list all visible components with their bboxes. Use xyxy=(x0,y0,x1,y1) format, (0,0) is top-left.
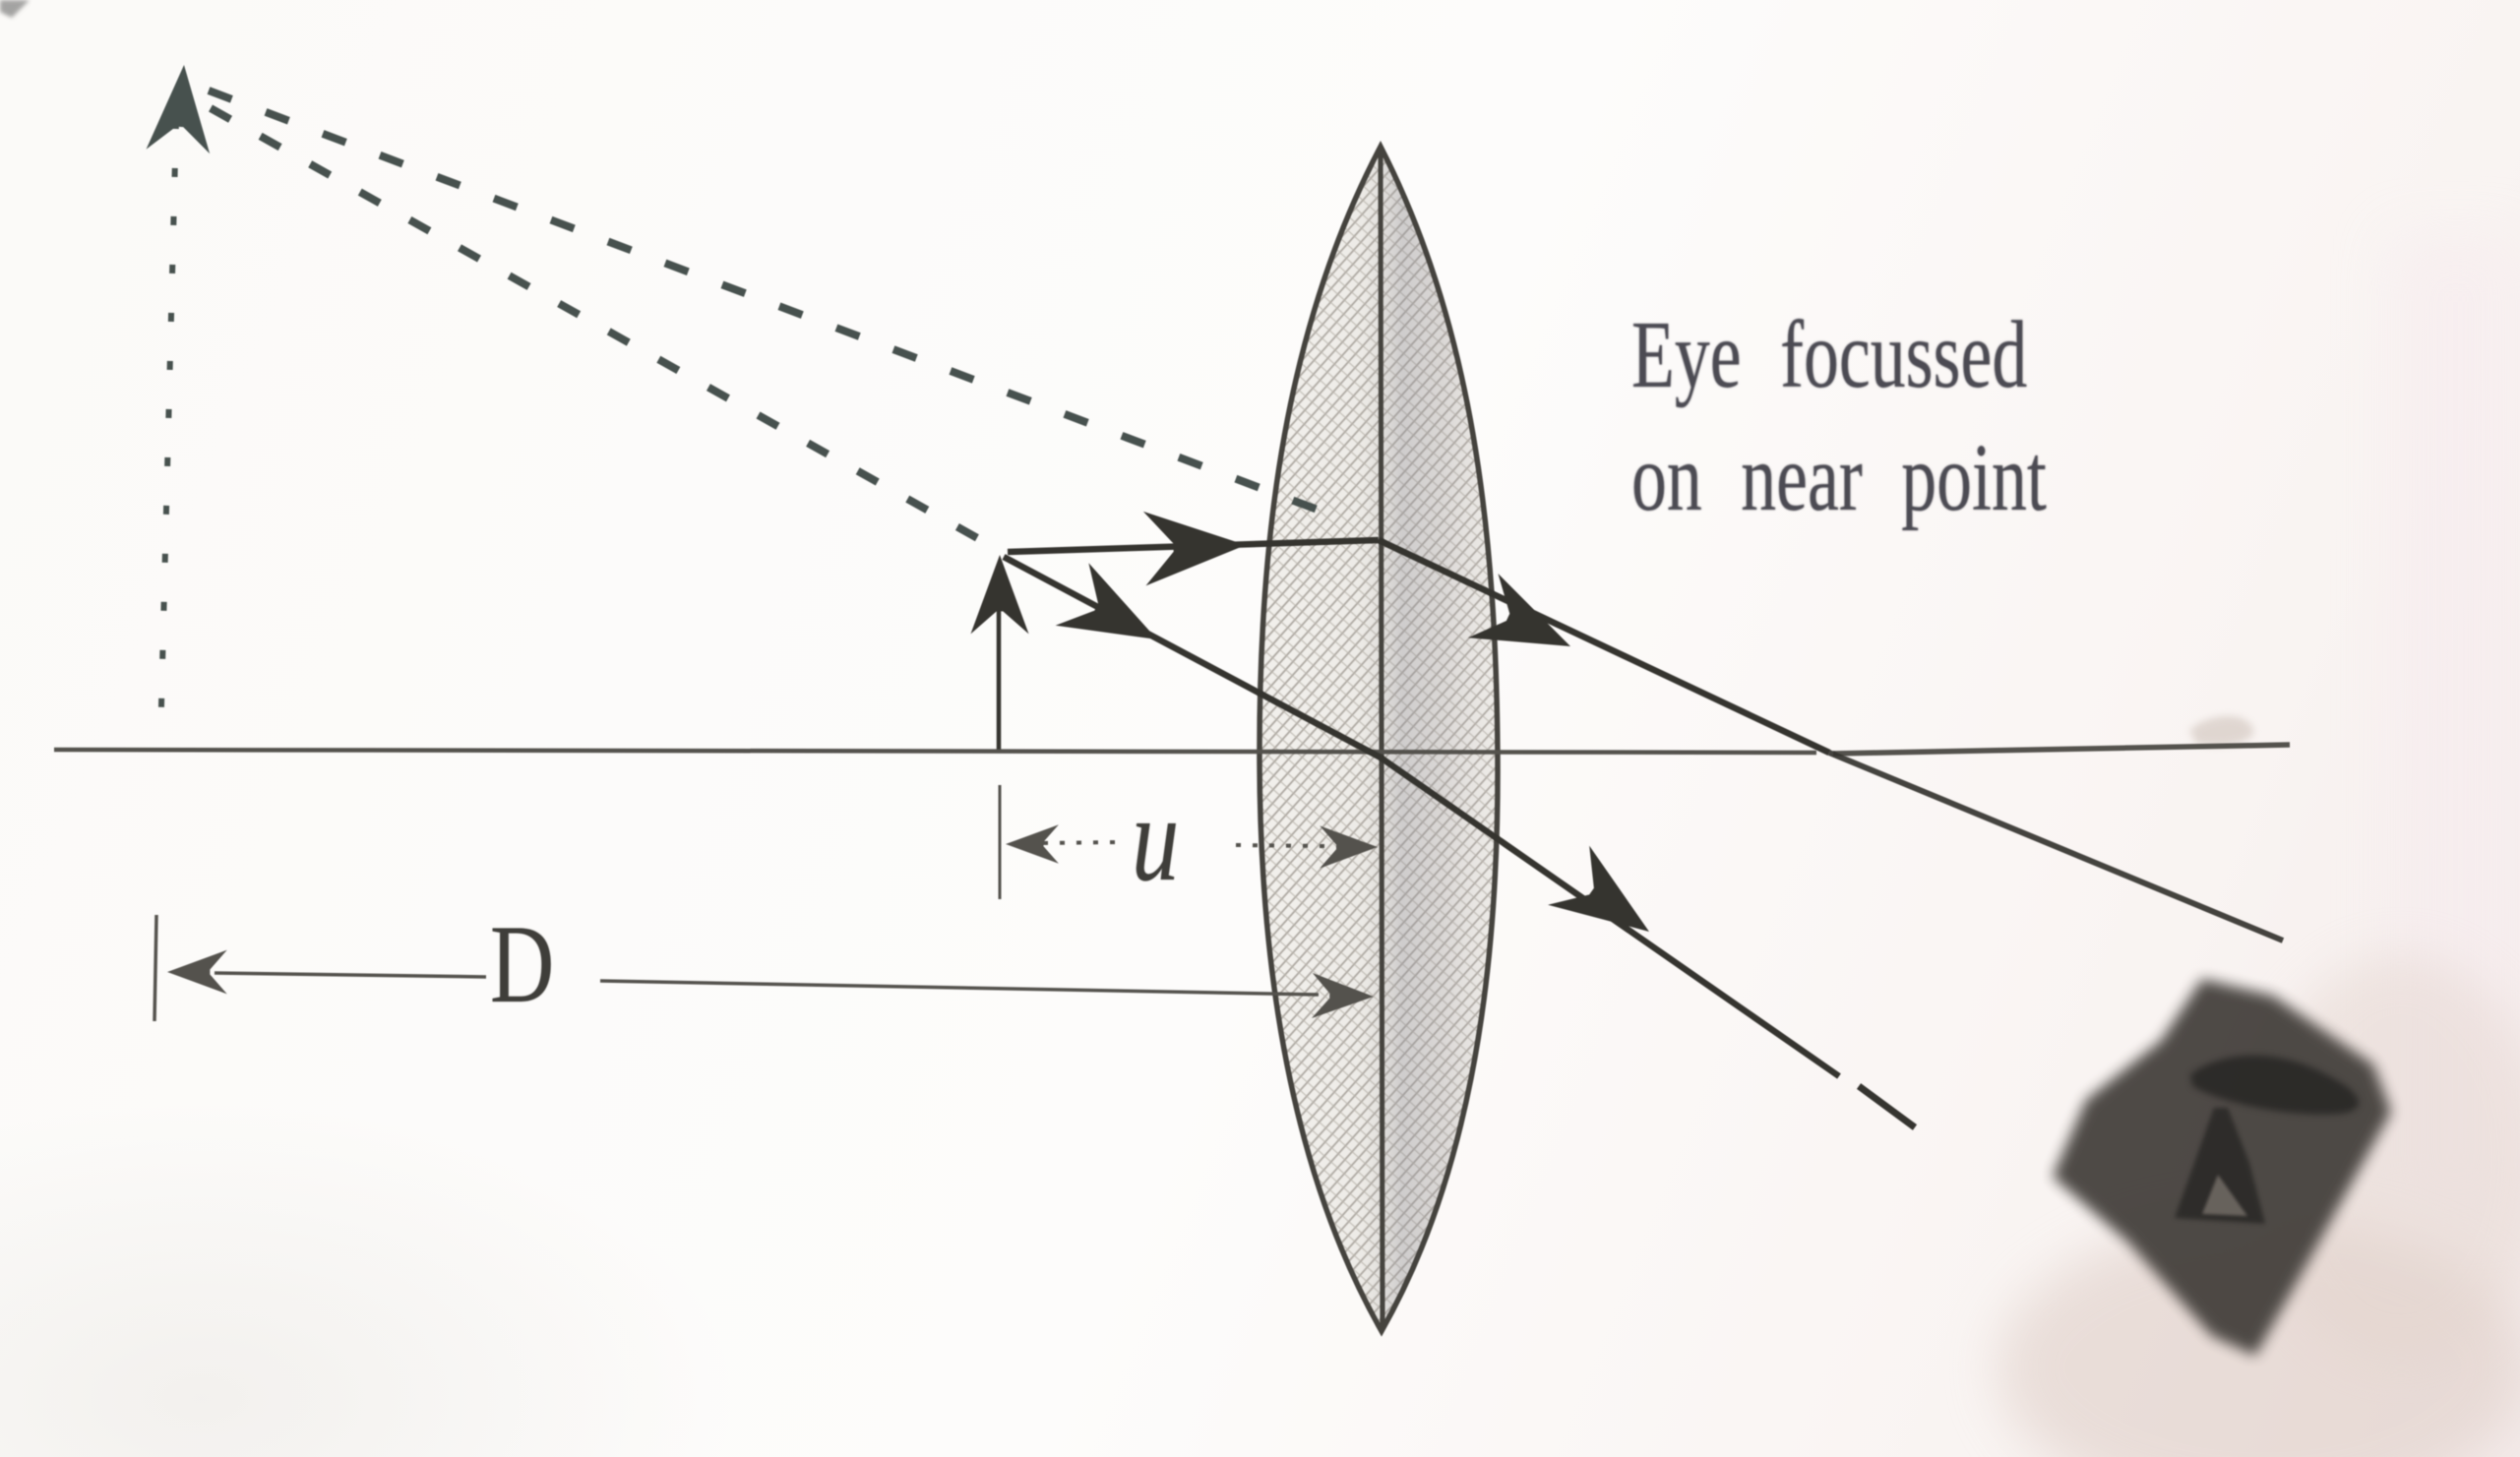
d-extension-tick xyxy=(153,914,158,1022)
smudge-swoosh xyxy=(2190,1055,2359,1115)
lens-surfaces xyxy=(1257,141,1501,1337)
caption-eye-focussed: Eye focussed on near point xyxy=(1631,293,2047,539)
dimension-u xyxy=(998,785,1378,899)
dimension-D xyxy=(153,914,1375,1022)
corner-mark xyxy=(0,0,30,18)
smudge-triangle-hole xyxy=(2202,1175,2247,1216)
virtual-ray-lower xyxy=(209,104,983,544)
u-dim-line-left xyxy=(1042,840,1121,845)
d-dim-line-right xyxy=(599,979,1320,997)
central-ray xyxy=(1002,554,1918,1130)
label-u: u xyxy=(1132,771,1180,906)
label-D: D xyxy=(490,903,555,1026)
right-edge-tint xyxy=(2391,236,2520,1220)
small-stain xyxy=(2189,715,2254,747)
virtual-image-line xyxy=(157,119,179,746)
optical-axis-right xyxy=(1832,742,2291,757)
virtual-ray-upper xyxy=(207,87,1332,518)
virtual-image-arrow xyxy=(146,62,216,746)
parallel-ray-refracted xyxy=(1377,537,1831,756)
smudge-triangle-mark xyxy=(2175,1108,2265,1224)
convex-lens xyxy=(1257,141,1501,1337)
caption-line2: on near point xyxy=(1631,425,2047,530)
central-ray-incident xyxy=(1002,554,1383,760)
u-arrowhead-left xyxy=(1006,824,1059,864)
parallel-ray-extension xyxy=(1827,750,2285,943)
lens-shading xyxy=(1259,147,1499,1331)
d-dim-line-left xyxy=(214,971,487,979)
optical-axis xyxy=(53,742,2291,757)
lens-centerline xyxy=(1378,149,1385,1329)
ink-smudge xyxy=(2053,979,2391,1356)
virtual-image-arrowhead xyxy=(146,62,216,154)
object-arrow xyxy=(970,555,1029,750)
caption-line1: Eye focussed xyxy=(1631,302,2028,407)
virtual-rays xyxy=(207,87,1332,544)
parallel-ray xyxy=(1007,508,2285,943)
central-ray-end-dash xyxy=(1856,1083,1918,1130)
optical-axis-left xyxy=(53,747,1817,756)
